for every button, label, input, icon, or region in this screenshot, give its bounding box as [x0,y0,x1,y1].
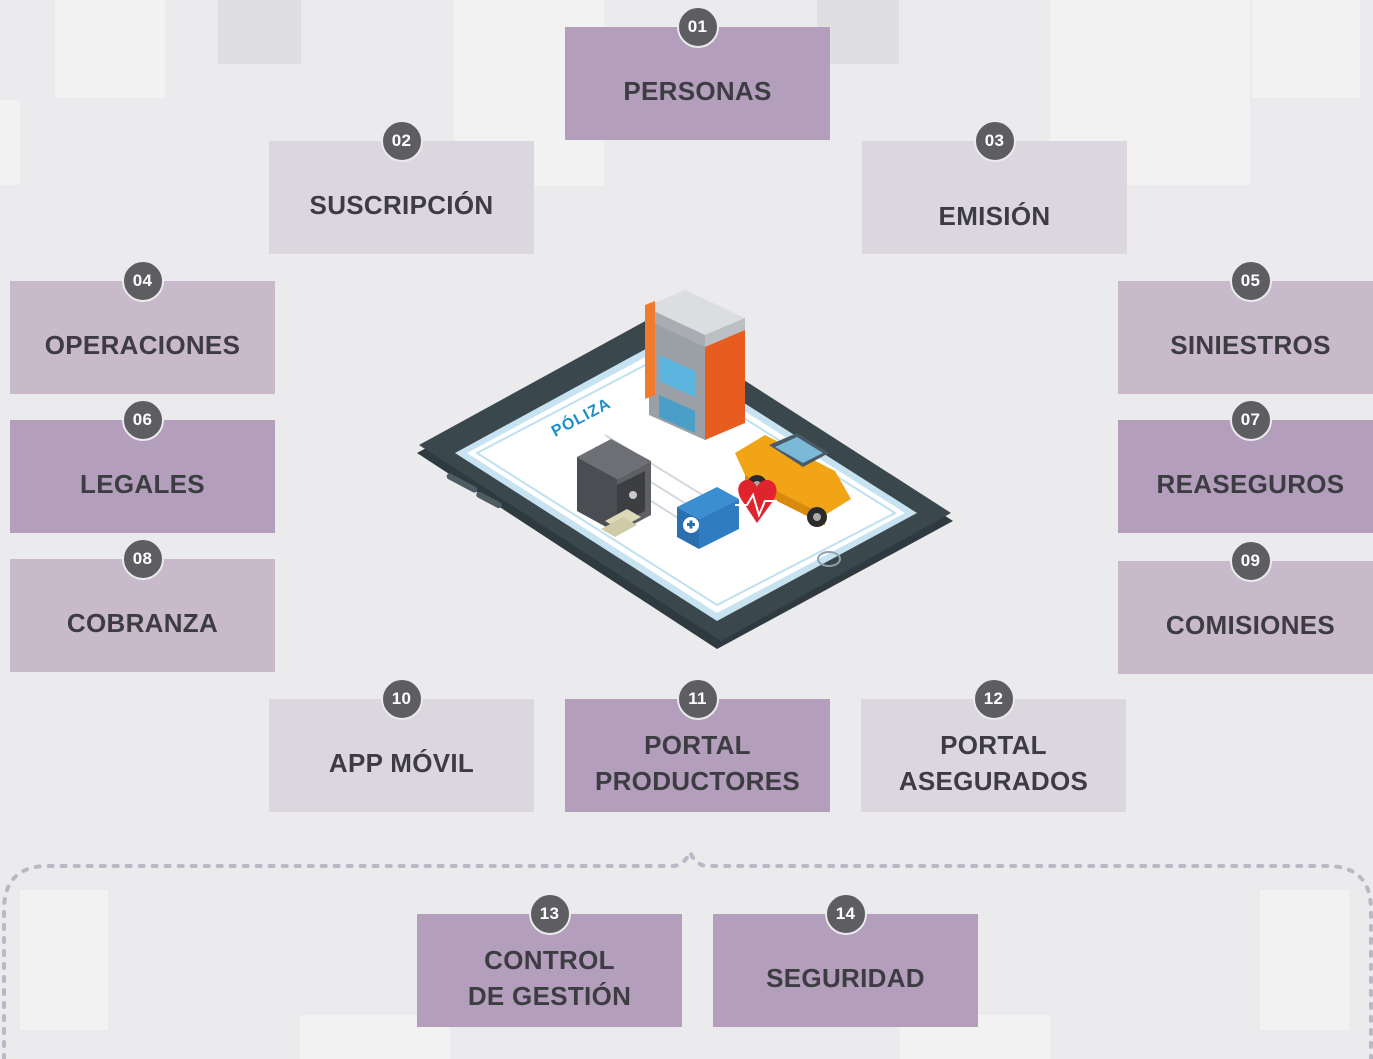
module-reaseguros[interactable]: 07 REASEGUROS [1118,399,1373,533]
background-tile [1260,890,1350,1030]
background-tile [20,890,108,1030]
background-tile [55,0,165,98]
module-number-badge: 13 [528,893,571,935]
module-number-badge: 11 [676,678,719,720]
module-control-de-gestion[interactable]: 13 CONTROL DE GESTIÓN [417,893,682,1027]
module-number-badge: 07 [1229,399,1272,441]
module-label: CONTROL DE GESTIÓN [467,944,632,1011]
module-comisiones[interactable]: 09 COMISIONES [1118,540,1373,674]
module-personas[interactable]: 01 PERSONAS [565,6,830,140]
module-number-badge: 04 [121,260,164,302]
module-label: SINIESTROS [1170,329,1331,360]
module-number-badge: 03 [973,120,1016,162]
module-number-badge: 02 [380,120,423,162]
module-emision[interactable]: 03 EMISIÓN [862,120,1127,254]
module-label: SEGURIDAD [766,962,925,993]
module-number-badge: 08 [121,538,164,580]
module-siniestros[interactable]: 05 SINIESTROS [1118,260,1373,394]
module-app-movil[interactable]: 10 APP MÓVIL [269,678,534,812]
module-label: OPERACIONES [44,329,241,360]
module-number-badge: 12 [972,678,1015,720]
module-seguridad[interactable]: 14 SEGURIDAD [713,893,978,1027]
module-label: LEGALES [80,468,205,499]
module-number-badge: 10 [380,678,423,720]
module-number-badge: 06 [121,399,164,441]
background-tile [1252,0,1360,98]
module-number-badge: 01 [676,6,719,48]
module-label: COMISIONES [1165,609,1336,640]
module-label: SUSCRIPCIÓN [309,189,494,220]
background-tile [817,0,899,64]
module-label: REASEGUROS [1156,468,1345,499]
safe-icon [577,439,651,537]
module-label: APP MÓVIL [328,747,475,778]
heart-icon [735,479,777,523]
module-label: EMISIÓN [938,200,1051,231]
medical-kit-icon [677,487,739,549]
module-legales[interactable]: 06 LEGALES [10,399,275,533]
tablet-illustration: PÓLIZA [417,290,953,649]
building-icon [645,290,745,440]
module-label: PERSONAS [623,75,772,106]
home-button-icon [817,551,841,567]
module-number-badge: 05 [1229,260,1272,302]
module-suscripcion[interactable]: 02 SUSCRIPCIÓN [269,120,534,254]
module-number-badge: 09 [1229,540,1272,582]
module-label: PORTAL ASEGURADOS [898,729,1089,796]
module-number-badge: 14 [824,893,867,935]
module-operaciones[interactable]: 04 OPERACIONES [10,260,275,394]
module-cobranza[interactable]: 08 COBRANZA [10,538,275,672]
module-label: PORTAL PRODUCTORES [594,729,801,796]
module-portal-productores[interactable]: 11 PORTAL PRODUCTORES [565,678,830,812]
background-tile [218,0,301,64]
module-label: COBRANZA [66,607,219,638]
background-tile [0,100,20,185]
module-portal-asegurados[interactable]: 12 PORTAL ASEGURADOS [861,678,1126,812]
